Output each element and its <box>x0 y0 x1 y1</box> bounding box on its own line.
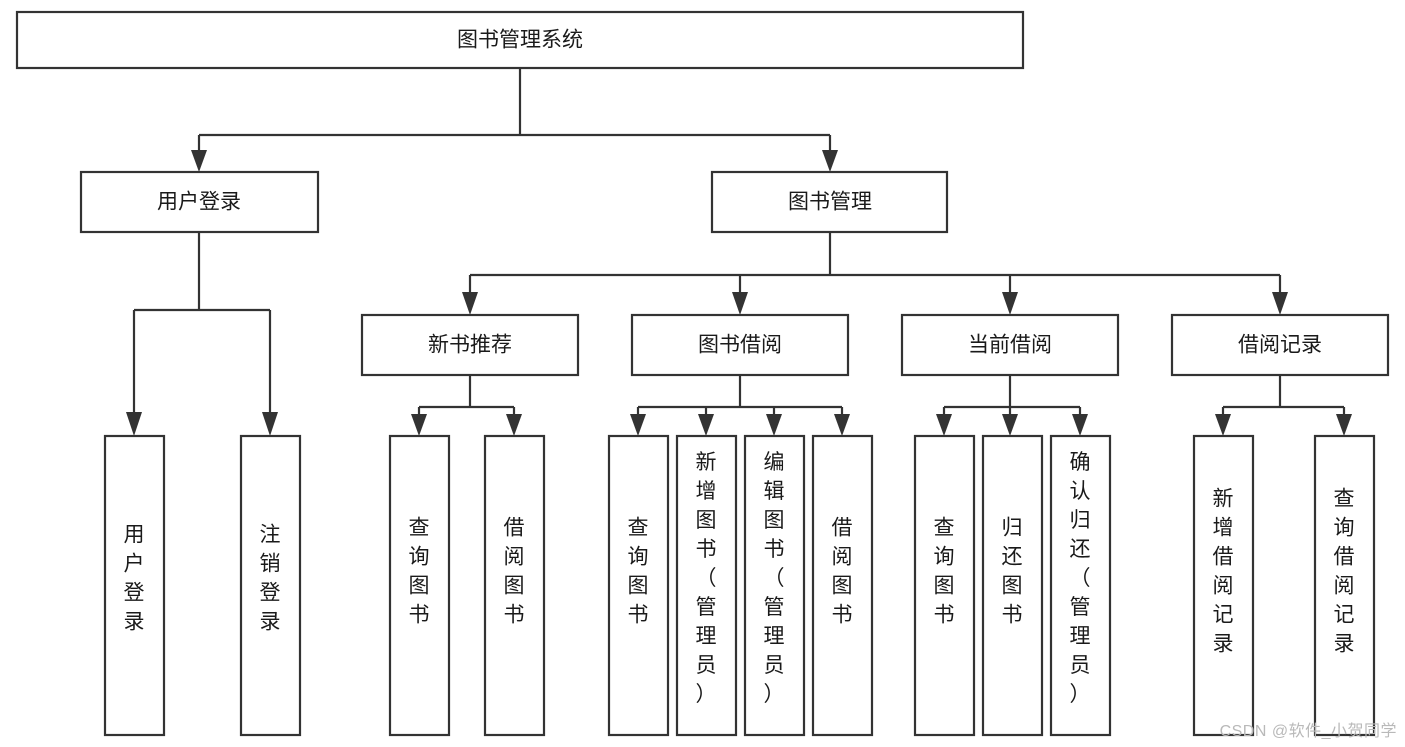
node-book-borrow-box[interactable] <box>630 313 850 377</box>
node-leaf-add-book-label: 新增图书（管理员） <box>696 451 717 706</box>
node-current-borrow[interactable]: 当前借阅 <box>900 313 1120 377</box>
node-leaf-borrow-book-2-label: 借阅图书 <box>832 517 853 627</box>
node-leaf-borrow-book-1-label: 借阅图书 <box>504 517 525 627</box>
node-leaf-query-book-1-box[interactable] <box>388 434 451 737</box>
node-leaf-add-record[interactable]: 新增借阅记录 <box>1192 434 1255 737</box>
arrow-to-leaf-borrow-book-2 <box>834 414 850 436</box>
arrow-to-user-login <box>191 150 207 172</box>
node-leaf-user-logout[interactable]: 注销登录 <box>239 434 302 737</box>
node-leaf-user-login[interactable]: 用户登录 <box>103 434 166 737</box>
arrow-to-leaf-add-book <box>698 414 714 436</box>
connector-book-management-to-level2 <box>468 232 1282 295</box>
node-leaf-add-record-label: 新增借阅记录 <box>1213 488 1234 656</box>
node-leaf-query-record-box[interactable] <box>1313 434 1376 737</box>
node-book-management[interactable]: 图书管理 <box>710 170 949 234</box>
node-leaf-query-book-3-box[interactable] <box>913 434 976 737</box>
node-book-management-label: 图书管理 <box>788 191 872 214</box>
node-book-borrow[interactable]: 图书借阅 <box>630 313 850 377</box>
node-leaf-add-book[interactable]: 新增图书（管理员） <box>675 434 738 737</box>
connector-user-login-to-leaves <box>132 232 272 416</box>
arrow-to-book-borrow <box>732 292 748 315</box>
node-leaf-borrow-book-2[interactable]: 借阅图书 <box>811 434 874 737</box>
node-current-borrow-label: 当前借阅 <box>968 334 1052 357</box>
node-leaf-query-book-2-label: 查询图书 <box>628 517 649 627</box>
connector-layer <box>126 68 1352 436</box>
node-leaf-borrow-book-1[interactable]: 借阅图书 <box>483 434 546 737</box>
arrow-to-leaf-query-book-2 <box>630 414 646 436</box>
arrow-to-leaf-borrow-book-1 <box>506 414 522 436</box>
node-leaf-confirm-return[interactable]: 确认归还（管理员） <box>1049 434 1112 737</box>
node-leaf-query-record-label: 查询借阅记录 <box>1334 488 1355 656</box>
node-leaf-edit-book-label: 编辑图书（管理员） <box>764 451 785 706</box>
arrow-to-leaf-return-book <box>1002 414 1018 436</box>
node-root-box[interactable] <box>15 10 1025 70</box>
node-leaf-query-book-1[interactable]: 查询图书 <box>388 434 451 737</box>
node-leaf-query-record[interactable]: 查询借阅记录 <box>1313 434 1376 737</box>
node-leaf-edit-book[interactable]: 编辑图书（管理员） <box>743 434 806 737</box>
node-leaf-user-login-box[interactable] <box>103 434 166 737</box>
arrow-to-new-book-recommend <box>462 292 478 315</box>
arrow-to-leaf-query-book-3 <box>936 414 952 436</box>
node-leaf-add-book-box[interactable] <box>675 434 738 737</box>
connector-borrow-record-to-leaves <box>1221 375 1346 418</box>
csdn-watermark: CSDN @软件_小贺同学 <box>1219 723 1397 740</box>
arrow-to-book-management <box>822 150 838 172</box>
connector-book-borrow-to-leaves <box>636 375 844 418</box>
node-layer: 图书管理系统 用户登录 图书管理 新书推荐 图书借阅 当前借阅 借阅记录 <box>15 10 1390 737</box>
connector-current-borrow-to-leaves <box>942 375 1082 418</box>
node-leaf-user-login-label: 用户登录 <box>124 524 145 634</box>
node-user-login[interactable]: 用户登录 <box>79 170 320 234</box>
node-book-management-box[interactable] <box>710 170 949 234</box>
node-root-label: 图书管理系统 <box>457 29 583 52</box>
node-leaf-return-book-label: 归还图书 <box>1002 517 1023 627</box>
leaf-layer: 用户登录 注销登录 查询图书 借阅图书 查询图书 新增图书（管理员） <box>103 434 1376 737</box>
node-borrow-record[interactable]: 借阅记录 <box>1170 313 1390 377</box>
node-leaf-query-book-2-box[interactable] <box>607 434 670 737</box>
node-leaf-edit-book-box[interactable] <box>743 434 806 737</box>
node-leaf-return-book[interactable]: 归还图书 <box>981 434 1044 737</box>
node-leaf-query-book-3-label: 查询图书 <box>934 517 955 627</box>
connector-root-to-level1 <box>197 68 832 152</box>
node-leaf-borrow-book-2-box[interactable] <box>811 434 874 737</box>
node-new-book-recommend-box[interactable] <box>360 313 580 377</box>
node-leaf-confirm-return-label: 确认归还（管理员） <box>1070 451 1091 706</box>
arrow-to-leaf-add-record <box>1215 414 1231 436</box>
node-book-borrow-label: 图书借阅 <box>698 334 782 357</box>
node-root[interactable]: 图书管理系统 <box>15 10 1025 70</box>
arrow-to-borrow-record <box>1272 292 1288 315</box>
node-leaf-borrow-book-1-box[interactable] <box>483 434 546 737</box>
node-leaf-query-book-2[interactable]: 查询图书 <box>607 434 670 737</box>
node-borrow-record-box[interactable] <box>1170 313 1390 377</box>
node-leaf-user-logout-box[interactable] <box>239 434 302 737</box>
node-user-login-box[interactable] <box>79 170 320 234</box>
arrow-to-leaf-user-login <box>126 412 142 436</box>
arrow-to-leaf-query-record <box>1336 414 1352 436</box>
node-borrow-record-label: 借阅记录 <box>1238 334 1322 357</box>
node-current-borrow-box[interactable] <box>900 313 1120 377</box>
arrow-to-leaf-edit-book <box>766 414 782 436</box>
node-leaf-add-record-box[interactable] <box>1192 434 1255 737</box>
node-new-book-recommend-label: 新书推荐 <box>428 334 512 357</box>
node-user-login-label: 用户登录 <box>157 191 241 214</box>
node-leaf-query-book-3[interactable]: 查询图书 <box>913 434 976 737</box>
node-new-book-recommend[interactable]: 新书推荐 <box>360 313 580 377</box>
arrow-to-current-borrow <box>1002 292 1018 315</box>
arrow-to-leaf-confirm-return <box>1072 414 1088 436</box>
node-leaf-confirm-return-box[interactable] <box>1049 434 1112 737</box>
arrow-to-leaf-user-logout <box>262 412 278 436</box>
connector-new-book-recommend-to-leaves <box>417 375 516 418</box>
arrow-to-leaf-query-book-1 <box>411 414 427 436</box>
node-leaf-return-book-box[interactable] <box>981 434 1044 737</box>
node-leaf-query-book-1-label: 查询图书 <box>409 517 430 627</box>
node-leaf-user-logout-label: 注销登录 <box>260 524 281 634</box>
